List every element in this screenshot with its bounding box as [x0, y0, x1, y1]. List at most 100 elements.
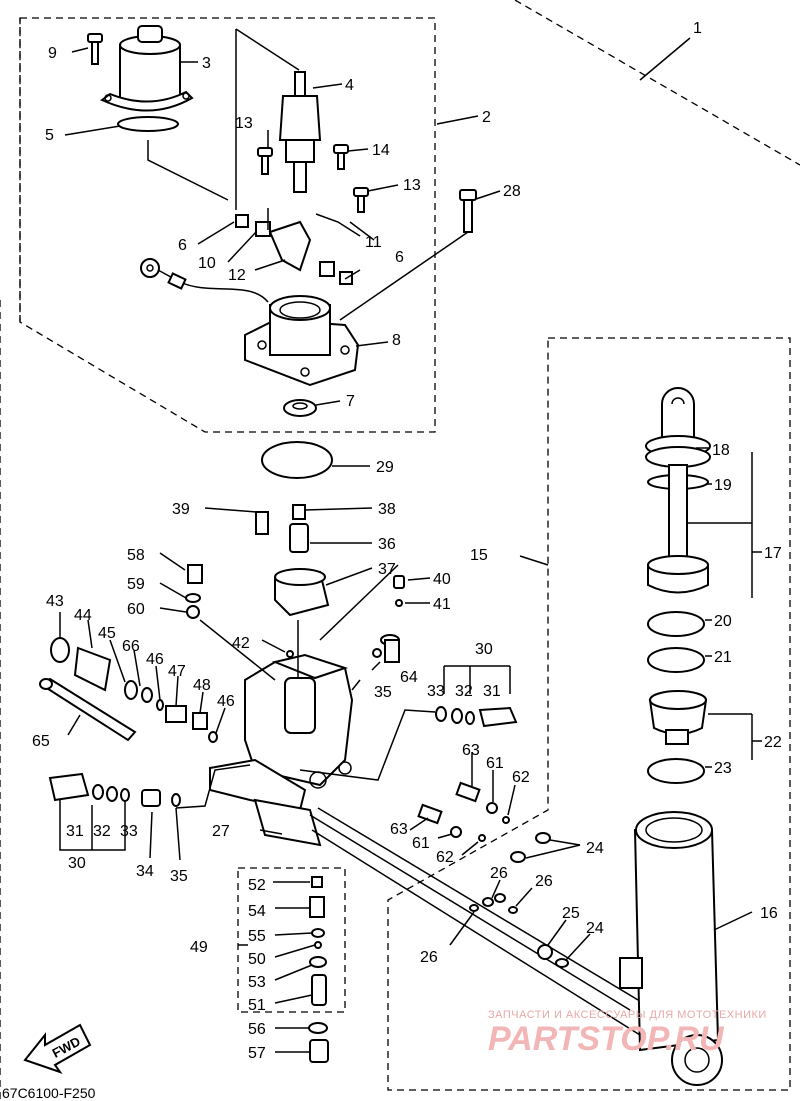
label-6b: 6: [395, 249, 404, 266]
oring-21: [647, 647, 705, 673]
label-63a: 63: [462, 742, 480, 759]
label-56: 56: [248, 1021, 266, 1038]
label-32a: 32: [455, 683, 473, 700]
long-bolt-65: [39, 677, 137, 742]
label-43: 43: [46, 593, 64, 610]
label-10: 10: [198, 255, 216, 272]
label-36: 36: [378, 536, 396, 553]
label-3: 3: [202, 55, 211, 72]
pump-shaft: [278, 71, 322, 193]
label-57: 57: [248, 1045, 266, 1062]
manifold-body: [209, 653, 354, 847]
label-13b: 13: [403, 177, 421, 194]
label-11: 11: [365, 234, 382, 251]
tilt-piston-rod: [645, 387, 711, 594]
fwd-arrow-icon: FWD: [23, 1023, 92, 1074]
left-valve-parts: [50, 637, 218, 743]
lead-wire: [140, 258, 269, 303]
label-41: 41: [433, 596, 451, 613]
label-32b: 32: [93, 823, 111, 840]
label-23: 23: [714, 760, 732, 777]
label-2: 2: [482, 109, 491, 126]
label-39: 39: [172, 501, 190, 518]
label-37: 37: [378, 561, 396, 578]
label-19: 19: [714, 477, 732, 494]
label-9: 9: [48, 45, 57, 62]
check-valves: [417, 781, 510, 842]
label-28: 28: [503, 183, 521, 200]
label-54: 54: [248, 903, 266, 920]
label-6a: 6: [178, 237, 187, 254]
label-62a: 62: [512, 769, 530, 786]
outline-motor-assembly: [19, 17, 436, 433]
label-22: 22: [764, 734, 782, 751]
label-24a: 24: [586, 840, 604, 857]
oring-23: [647, 758, 705, 784]
label-17: 17: [764, 545, 782, 562]
label-55: 55: [248, 928, 266, 945]
label-42: 42: [232, 635, 250, 652]
label-48: 48: [193, 677, 211, 694]
check-valve-58-60: [185, 564, 203, 619]
label-40: 40: [433, 571, 451, 588]
label-62b: 62: [436, 849, 454, 866]
label-26a: 26: [490, 865, 508, 882]
label-59: 59: [127, 576, 145, 593]
label-61a: 61: [486, 755, 504, 772]
motor-screw: [87, 33, 103, 65]
label-58: 58: [127, 547, 145, 564]
label-18: 18: [712, 442, 730, 459]
label-66: 66: [122, 638, 140, 655]
label-25: 25: [562, 905, 580, 922]
label-44: 44: [74, 607, 92, 624]
label-50: 50: [248, 951, 266, 968]
label-33a: 33: [427, 683, 445, 700]
label-46b: 46: [217, 693, 235, 710]
label-21: 21: [714, 649, 732, 666]
label-30b: 30: [68, 855, 86, 872]
label-35b: 35: [170, 868, 188, 885]
fitting-left-30: [48, 772, 181, 807]
label-14: 14: [372, 142, 390, 159]
cylinder-cap-22: [648, 690, 708, 745]
tilt-cylinder-16: [619, 811, 723, 1086]
label-20: 20: [714, 613, 732, 630]
label-26b: 26: [535, 873, 553, 890]
valve-parts: [255, 504, 405, 658]
outline-cylinder-assembly: [387, 337, 791, 1091]
label-51: 51: [248, 997, 266, 1014]
oring-20: [647, 611, 705, 637]
label-31b: 31: [66, 823, 84, 840]
seal-7: [283, 399, 317, 417]
label-46a: 46: [146, 651, 164, 668]
label-60: 60: [127, 601, 145, 618]
brush-holder-parts: [235, 214, 353, 285]
pipes-and-orings: [309, 807, 641, 1036]
label-1: 1: [693, 20, 702, 37]
label-65: 65: [32, 733, 50, 750]
valve-kit: [308, 876, 329, 1063]
label-29: 29: [376, 459, 394, 476]
motor-oring: [117, 116, 179, 132]
label-45: 45: [98, 625, 116, 642]
screw-28: [459, 189, 477, 233]
fitting-right-30: [435, 706, 518, 728]
electric-motor: [100, 25, 194, 112]
label-35a: 35: [374, 684, 392, 701]
label-4: 4: [345, 77, 354, 94]
label-61b: 61: [412, 835, 430, 852]
label-64: 64: [400, 669, 418, 686]
label-8: 8: [392, 332, 401, 349]
callout-labels: 1 2 3 4 5 6 6 7 8 9 10 11 12 13 13 14 15…: [32, 20, 782, 1062]
label-16: 16: [760, 905, 778, 922]
label-47: 47: [168, 663, 186, 680]
label-15: 15: [470, 547, 488, 564]
watermark: ЗАПЧАСТИ И АКСЕССУАРЫ ДЛЯ МОТОТЕХНИКИ PA…: [488, 1009, 766, 1058]
outline-main-top: [514, 0, 800, 166]
watermark-brand: PARTSTOP.RU: [488, 1020, 725, 1058]
oring-29: [261, 441, 333, 479]
label-13a: 13: [235, 115, 253, 132]
